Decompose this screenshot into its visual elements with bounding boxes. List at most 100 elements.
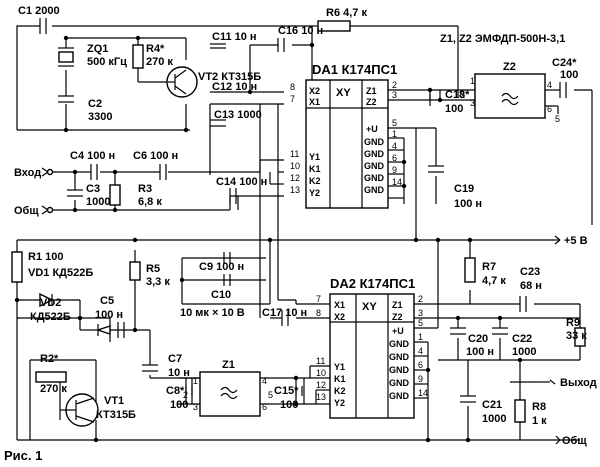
capacitor-c10-symbol: [223, 274, 231, 286]
z2-pin-num: 6: [547, 104, 552, 114]
da2-pin-x1: X1: [334, 300, 345, 310]
da1-xy-label: XY: [336, 87, 351, 99]
filter-z2: Z2 1 3 4 6 2 5: [460, 61, 560, 124]
c4-label: C4 100 н: [70, 150, 115, 162]
capacitor-c19-symbol: [428, 165, 444, 173]
da1-pin-num: 7: [290, 94, 295, 104]
da2-title: DA2 К174ПС1: [330, 276, 415, 291]
c1-label: C1 2000: [18, 5, 60, 17]
lower-wiring: [16, 104, 581, 445]
resistor-r1-symbol: [11, 251, 23, 283]
da2-pin-num: 2: [418, 294, 423, 304]
da1-pin-vcc: +U: [366, 124, 378, 134]
z1-label: Z1: [222, 359, 235, 371]
terminals: [41, 167, 54, 215]
da2-pin-y2: Y2: [334, 398, 345, 408]
da2-pin-num: 12: [316, 380, 326, 390]
da2-pin-num: 7: [316, 294, 321, 304]
z1-pin-num: 6: [262, 402, 267, 412]
da2-pin-num: 11: [316, 356, 325, 366]
da2-pin-z1: Z1: [392, 300, 403, 310]
capacitor-c7-symbol: [142, 364, 158, 372]
c5-label: C5: [100, 295, 114, 307]
r8-value: 1 к: [532, 415, 547, 427]
da1-pin-num: 5: [392, 118, 397, 128]
filter-wave-icon: [220, 386, 238, 394]
r6-label: R6 4,7 к: [326, 7, 367, 19]
filter-note: Z1, Z2 ЭМФДП-500Н-3,1: [440, 33, 565, 45]
z1-pin-num: 3: [193, 402, 198, 412]
capacitor-c11-symbol: [210, 43, 226, 49]
da2-pin-k2: K2: [334, 386, 346, 396]
da1-pin-z1: Z1: [366, 86, 377, 96]
capacitor-c16-symbol: [277, 38, 285, 52]
c2-value: 3300: [88, 111, 112, 123]
ground-label-1: Общ: [14, 205, 39, 217]
r2-label: R2*: [40, 353, 59, 365]
z1-pin-num: 2: [183, 390, 188, 400]
da2-pin-z2: Z2: [392, 312, 403, 322]
c24-label: C24*: [552, 57, 577, 69]
r9-value: 33 к: [566, 330, 587, 342]
da1-pin-num: 9: [392, 165, 397, 175]
da1-pin-gnd4: GND: [364, 173, 385, 183]
da1-pin-k2: K2: [309, 176, 321, 186]
capacitor-c13-symbol: [210, 119, 226, 127]
da1-pin-gnd3: GND: [364, 161, 385, 171]
capacitor-c3-symbol: [67, 189, 83, 197]
da1-pin-num: 2: [392, 80, 397, 90]
zq1-value: 500 кГц: [87, 56, 127, 68]
capacitor-c15-symbol: [295, 386, 303, 396]
c3-value: 1000: [86, 196, 110, 208]
c7-label: C7: [168, 353, 182, 365]
da1-pin-y1: Y1: [309, 152, 320, 162]
da2-pin-num: 10: [316, 368, 326, 378]
da1-pin-gnd1: GND: [364, 137, 385, 147]
da1-pin-gnd2: GND: [364, 149, 385, 159]
vt1-value: КТ315Б: [96, 409, 136, 421]
da1-pin-x2: X2: [309, 86, 320, 96]
r4-value: 270 к: [146, 56, 173, 68]
da2-pin-x2: X2: [334, 312, 345, 322]
da2-pin-num: 6: [418, 360, 423, 370]
da2-pin-y1: Y1: [334, 362, 345, 372]
zq1-label: ZQ1: [87, 43, 108, 55]
filter-wave-icon: [501, 92, 519, 100]
input-terminal-icon: [46, 168, 54, 176]
da2-pin-num: 3: [418, 308, 423, 318]
r3-label: R3: [138, 183, 152, 195]
output-label: Выход: [560, 377, 597, 389]
ic-da2: XY X1 X2 Y1 K1 K2 Y2 Z1 Z2 +U GND GND GN…: [316, 293, 428, 419]
z1-pin-num: 5: [268, 390, 273, 400]
ground-label-2: Общ: [562, 435, 587, 447]
capacitor-c24-symbol: [559, 82, 567, 98]
z2-pin-num: 3: [470, 98, 475, 108]
da1-pin-num: 13: [290, 185, 300, 195]
c22-value: 1000: [512, 346, 536, 358]
c7-value: 10 н: [168, 367, 190, 379]
da1-pin-x1: X1: [309, 97, 320, 107]
da2-pin-num: 13: [316, 392, 326, 402]
resistor-r3-symbol: [109, 184, 121, 206]
da2-pin-num: 14: [418, 388, 428, 398]
r7-label: R7: [482, 261, 496, 273]
capacitor-c20-symbol: [450, 327, 466, 335]
da2-pin-num: 8: [316, 308, 321, 318]
resistor-r7-symbol: [464, 257, 476, 283]
capacitor-c21-symbol: [460, 395, 476, 403]
da1-pin-num: 10: [290, 161, 300, 171]
da1-pin-num: 12: [290, 173, 300, 183]
diode-vd1-symbol: [39, 292, 54, 308]
ic-da1: XY X2 X1 Y1 K1 K2 Y2 Z1 Z2 +U GND GND GN…: [290, 79, 402, 209]
vd2-value: КД522Б: [30, 311, 71, 323]
r9-label: R9: [566, 317, 580, 329]
da1-pin-num: 8: [290, 82, 295, 92]
da2-xy-label: XY: [362, 301, 377, 313]
c19-value: 100 н: [454, 198, 482, 210]
capacitor-c9-symbol: [223, 252, 231, 264]
da2-pin-num: 4: [418, 346, 423, 356]
r5-value: 3,3 к: [146, 276, 170, 288]
c9-label: C9 100 н: [199, 261, 244, 273]
r5-label: R5: [146, 263, 160, 275]
